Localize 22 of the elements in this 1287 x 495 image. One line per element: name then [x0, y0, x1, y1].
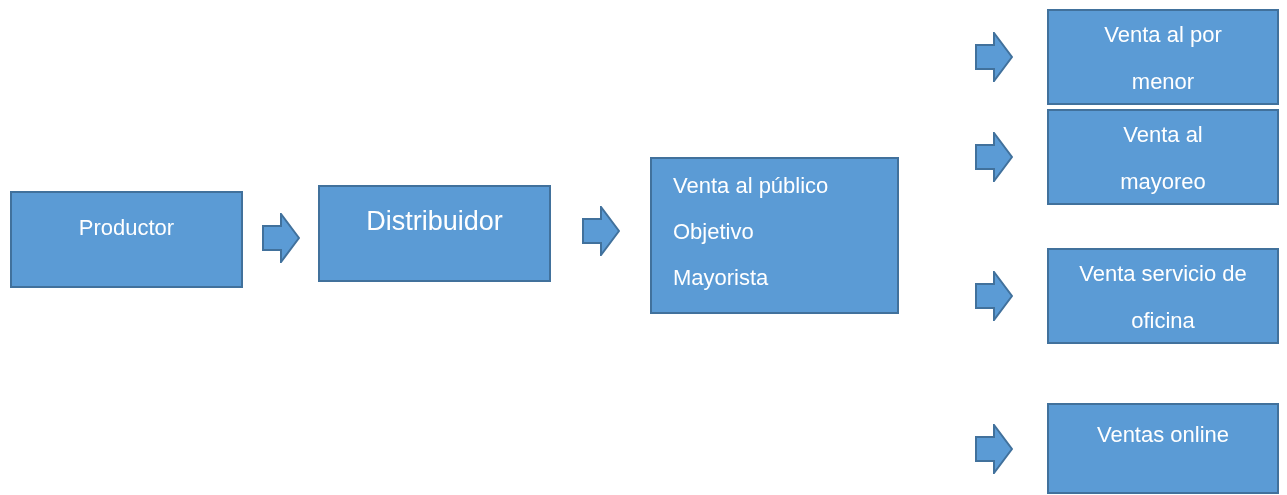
process-box — [1047, 403, 1279, 494]
process-box — [1047, 248, 1279, 344]
box-label: Venta al por menor — [1103, 21, 1223, 96]
box-label: Distribuidor — [366, 205, 503, 238]
box-label: Objetivo — [673, 218, 754, 246]
block-arrow — [581, 206, 620, 256]
box-label: Venta al público — [673, 172, 829, 200]
box-label: Productor — [78, 214, 175, 242]
block-arrow — [975, 132, 1013, 182]
process-box — [10, 191, 243, 288]
block-arrow — [261, 213, 300, 263]
process-box — [1047, 9, 1279, 105]
box-label: Mayorista — [673, 264, 769, 292]
process-box — [650, 157, 899, 314]
block-arrow — [975, 423, 1013, 474]
process-box — [318, 185, 551, 282]
box-label: Ventas online — [1096, 421, 1230, 449]
box-label: Venta al mayoreo — [1119, 121, 1207, 196]
box-label: Venta servicio de oficina — [1079, 260, 1247, 335]
block-arrow — [975, 32, 1013, 82]
block-arrow — [975, 271, 1013, 321]
process-box — [1047, 109, 1279, 205]
